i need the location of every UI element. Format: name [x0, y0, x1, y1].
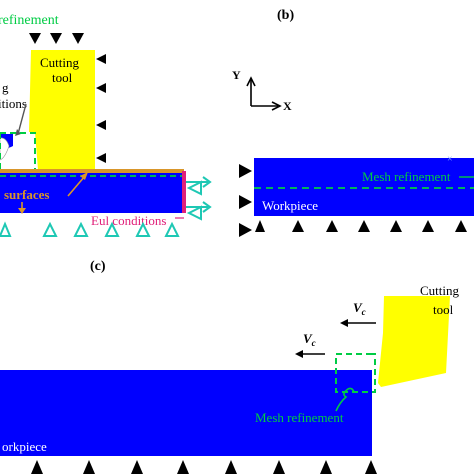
constraint-triangle-icon [96, 153, 106, 163]
velocity-subscript: c [362, 307, 366, 317]
panel-a-workpiece [0, 171, 184, 213]
constraint-triangle-icon [239, 223, 252, 237]
panel-c-label: (c) [90, 259, 106, 274]
constraint-triangle-icon [225, 460, 237, 474]
axis-indicator [246, 76, 282, 111]
constraint-triangle-icon [29, 33, 41, 44]
constraint-triangle-icon [50, 33, 62, 44]
panel-a-outlet-arrows [186, 176, 212, 213]
constraint-triangle-icon [422, 220, 434, 232]
arrow-head-icon [246, 76, 256, 87]
constraint-triangle-icon [326, 220, 338, 232]
panel-c-refinement-box [335, 353, 376, 393]
panel-b-label: (b) [277, 8, 294, 23]
panel-a-bottom-supports [0, 221, 180, 237]
panel-b-workpiece-label: Workpiece [262, 198, 318, 213]
panel-a-mesh-refinement-label: refinement [0, 13, 59, 28]
axis-y-label: Y [232, 68, 241, 82]
panel-b-cross-icon: × [447, 154, 453, 165]
arrow-head-icon [295, 350, 303, 358]
panel-a-surface-arrow-1 [67, 175, 86, 197]
panel-c-tool-label-2: tool [433, 302, 454, 317]
arrow-head-icon [15, 129, 21, 136]
panel-c-refinement-leader [335, 387, 355, 412]
panel-a-top-constraints [29, 33, 84, 44]
constraint-triangle-icon [292, 220, 304, 232]
constraint-triangle-icon [72, 33, 84, 44]
support-triangle-icon [42, 221, 58, 237]
support-triangle-icon [104, 221, 120, 237]
velocity-symbol: V [353, 300, 363, 315]
panel-a-surfaces-label: surfaces [4, 187, 50, 202]
panel-a-conditions-leader [17, 103, 27, 135]
velocity-symbol: V [303, 331, 313, 346]
constraint-triangle-icon [31, 460, 43, 474]
panel-c-tool-label-1: Cutting [420, 283, 460, 298]
panel-c-workpiece-label: orkpiece [2, 439, 47, 454]
arrow-head-icon [202, 201, 212, 213]
support-triangle-icon [135, 221, 151, 237]
velocity-subscript: c [312, 338, 316, 348]
panel-c-velocity-arrow-2: Vc [295, 331, 325, 358]
constraint-triangle-icon [239, 195, 252, 209]
arrow-head-icon [18, 208, 26, 214]
panel-a-conditions-fragment-2: itions [0, 96, 27, 111]
panel-b-left-constraints [239, 164, 252, 237]
constraint-triangle-icon [239, 164, 252, 178]
support-triangle-icon [164, 221, 180, 237]
panel-a-conditions-fragment-1: g [2, 80, 9, 95]
panel-b: (b) Y X Mesh refinement × Workpiece [232, 8, 474, 237]
axis-x-label: X [283, 99, 292, 113]
panel-c-bottom-constraints [31, 460, 377, 474]
arrow-head-icon [80, 172, 88, 180]
constraint-triangle-icon [455, 220, 467, 232]
panel-c-workpiece [0, 370, 372, 456]
constraint-triangle-icon [83, 460, 95, 474]
constraint-triangle-icon [96, 120, 106, 130]
panel-a-chip-curl [0, 137, 10, 161]
support-triangle-icon [73, 221, 89, 237]
panel-b-workpiece [254, 158, 474, 216]
constraint-triangle-icon [255, 220, 265, 232]
constraint-triangle-icon [273, 460, 285, 474]
panel-c-cutting-tool [378, 296, 450, 387]
arrow-head-icon [271, 101, 282, 111]
constraint-triangle-icon [365, 460, 377, 474]
panel-b-mesh-refinement-label: Mesh refinement [362, 169, 451, 184]
panel-a: refinement Cutting tool g itions [0, 13, 212, 237]
constraint-triangle-icon [96, 54, 106, 64]
constraint-triangle-icon [96, 83, 106, 93]
constraint-triangle-icon [320, 460, 332, 474]
panel-a-tool-label-2: tool [52, 70, 73, 85]
panel-b-bottom-constraints [255, 220, 467, 232]
panel-a-tool-label-1: Cutting [40, 55, 80, 70]
constraint-triangle-icon [358, 220, 370, 232]
panel-a-tool-side-constraints [96, 54, 106, 163]
panel-c-mesh-refinement-label: Mesh refinement [255, 410, 344, 425]
support-triangle-icon [186, 205, 202, 221]
support-triangle-icon [186, 180, 202, 196]
constraint-triangle-icon [390, 220, 402, 232]
panel-a-cutting-tool [29, 50, 95, 170]
panel-c-velocity-label-2: Vc [303, 331, 316, 348]
constraint-triangle-icon [177, 460, 189, 474]
support-triangle-icon [0, 221, 12, 237]
arrow-head-icon [202, 176, 212, 188]
panel-a-eul-label: Eul conditions [91, 213, 166, 228]
panel-c-velocity-arrow-1: Vc [340, 300, 376, 327]
constraint-triangle-icon [131, 460, 143, 474]
arrow-head-icon [340, 319, 348, 327]
panel-a-side-triangles [186, 180, 202, 221]
panel-c: (c) orkpiece Cutting tool Vc Vc Mesh ref… [0, 259, 460, 474]
panel-c-velocity-label-1: Vc [353, 300, 366, 317]
